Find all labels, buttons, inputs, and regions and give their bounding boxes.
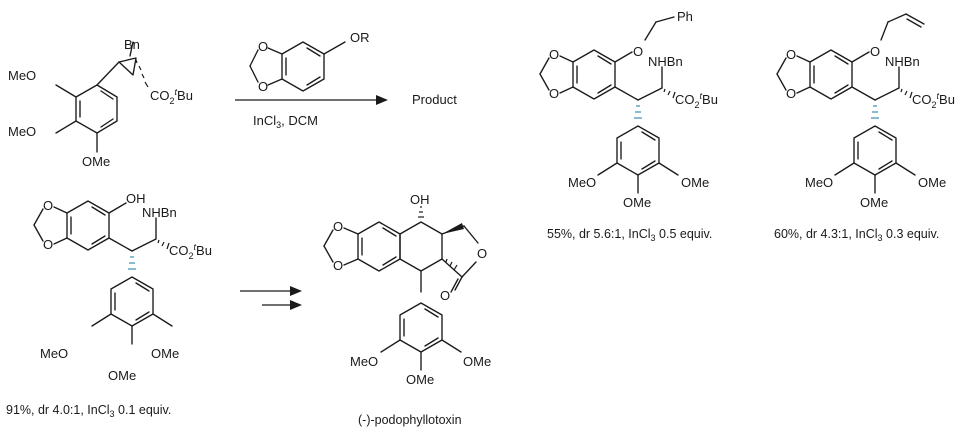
meo-label: MeO [40, 346, 68, 361]
ome-label: OMe [860, 195, 888, 210]
o-label: O [786, 47, 796, 62]
meo-label: MeO [8, 124, 36, 139]
o-label: O [258, 39, 268, 54]
nhbn-label: NHBn [648, 54, 683, 69]
benzyl-ether-product: O O O Ph NHBn CO2tBu MeO OMe OMe [539, 9, 718, 210]
ome-label: OMe [623, 195, 651, 210]
ome-label: OMe [82, 154, 110, 169]
ester-label: CO2tBu [675, 91, 718, 110]
aziridine-starting-material: Bn CO2tBu MeO MeO OMe [8, 37, 193, 169]
ester-label: CO2tBu [169, 242, 212, 261]
o-label: O [440, 288, 450, 303]
podophyllotoxin-structure: O O OH O O MeO OMe OMe [323, 192, 491, 387]
meo-label: MeO [350, 354, 378, 369]
o-label: O [43, 198, 53, 213]
nhbn-label: NHBn [142, 205, 177, 220]
reaction-arrow [235, 95, 388, 105]
ome-label: OMe [463, 354, 491, 369]
ome-label: OMe [108, 368, 136, 383]
ome-label: OMe [406, 372, 434, 387]
meo-label: MeO [8, 68, 36, 83]
o-label: O [633, 44, 643, 59]
ome-label: OMe [151, 346, 179, 361]
caption-benzyl-product: 55%, dr 5.6:1, InCl3 0.5 equiv. [547, 227, 712, 243]
o-label: O [258, 79, 268, 94]
ester-label: CO2tBu [150, 87, 193, 106]
oh-label: OH [126, 191, 146, 206]
o-label: O [870, 44, 880, 59]
ome-label: OMe [918, 175, 946, 190]
o-label: O [477, 246, 487, 261]
o-label: O [333, 219, 343, 234]
phenol-product: O O OH NHBn CO2tBu MeO OMe OMe [33, 191, 212, 383]
o-label: O [549, 86, 559, 101]
product-label: Product [412, 92, 457, 107]
ome-label: OMe [681, 175, 709, 190]
sesamol-reagent: O O OR [249, 30, 370, 94]
caption-podophyllotoxin: (-)-podophyllotoxin [358, 413, 462, 427]
allyl-ether-product: O O O NHBn CO2tBu MeO OMe OMe [776, 13, 955, 210]
meo-label: MeO [805, 175, 833, 190]
or-label: OR [350, 30, 370, 45]
multistep-arrow [240, 286, 302, 310]
o-label: O [43, 237, 53, 252]
o-label: O [786, 86, 796, 101]
o-label: O [333, 258, 343, 273]
meo-label: MeO [568, 175, 596, 190]
oh-label: OH [410, 192, 430, 207]
conditions-label: InCl3, DCM [253, 113, 318, 130]
bn-label: Bn [124, 37, 140, 52]
caption-allyl-product: 60%, dr 4.3:1, InCl3 0.3 equiv. [774, 227, 939, 243]
o-label: O [549, 47, 559, 62]
nhbn-label: NHBn [885, 54, 920, 69]
ester-label: CO2tBu [912, 91, 955, 110]
caption-phenol-product: 91%, dr 4.0:1, InCl3 0.1 equiv. [6, 403, 171, 419]
ph-label: Ph [677, 9, 693, 24]
aziridine-hash-bond [135, 59, 149, 88]
